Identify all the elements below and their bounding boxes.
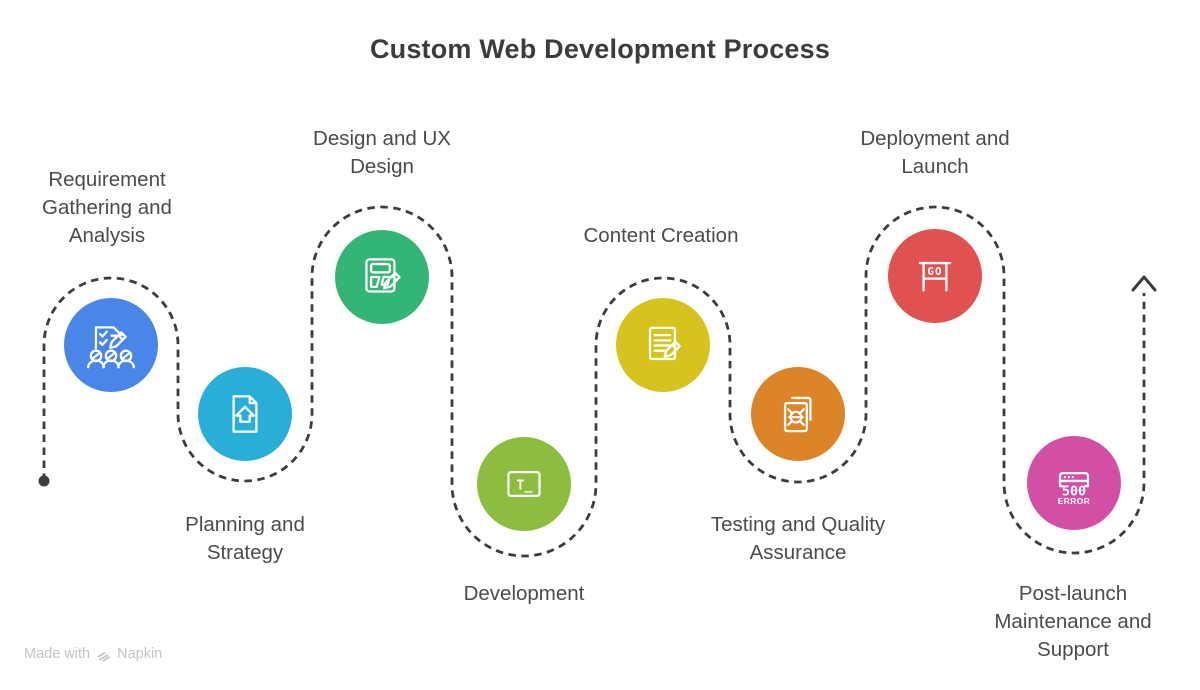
step-label-deployment: Deployment and Launch xyxy=(860,127,1010,178)
step-label-planning: Planning and Strategy xyxy=(185,513,305,564)
step-circle-postlaunch: 500 ERROR xyxy=(1027,436,1121,530)
go-sign-icon: GO xyxy=(918,261,952,292)
step-label-testing: Testing and Quality Assurance xyxy=(710,513,886,564)
error-code-text: 500 xyxy=(1062,484,1086,499)
error-500-icon: 500 ERROR xyxy=(1058,472,1090,506)
step-label-design: Design and UX Design xyxy=(313,127,451,178)
step-circle-design xyxy=(335,230,429,324)
page-title: Custom Web Development Process xyxy=(369,34,831,64)
document-pencil-icon xyxy=(648,326,681,361)
step-circle-deployment: GO xyxy=(888,229,982,323)
bug-report-icon xyxy=(783,396,812,433)
path-end-arrow-icon xyxy=(1131,275,1157,292)
document-upload-icon xyxy=(232,395,258,433)
watermark: Made with Napkin xyxy=(24,646,162,662)
step-circle-planning xyxy=(198,367,292,461)
wireframe-design-icon xyxy=(365,258,401,293)
watermark-brand: Napkin xyxy=(117,646,163,662)
requirements-checklist-icon xyxy=(87,326,135,369)
terminal-icon: T_ xyxy=(507,470,541,498)
step-label-postlaunch: Post-launch Maintenance and Support xyxy=(994,582,1152,661)
napkin-logo-icon xyxy=(97,651,110,661)
step-circle-requirements xyxy=(64,298,158,392)
terminal-prompt-text: T_ xyxy=(516,479,533,494)
step-label-content: Content Creation xyxy=(583,224,739,247)
step-circle-development: T_ xyxy=(477,437,571,531)
step-circle-testing xyxy=(751,367,845,461)
watermark-prefix: Made with xyxy=(24,646,91,662)
path-dashed-line xyxy=(42,205,1146,558)
step-label-development: Development xyxy=(463,582,585,605)
step-label-requirements: Requirement Gathering and Analysis xyxy=(42,168,172,247)
go-sign-text: GO xyxy=(927,265,942,278)
step-circle-content xyxy=(616,298,710,392)
error-word-text: ERROR xyxy=(1058,497,1090,506)
